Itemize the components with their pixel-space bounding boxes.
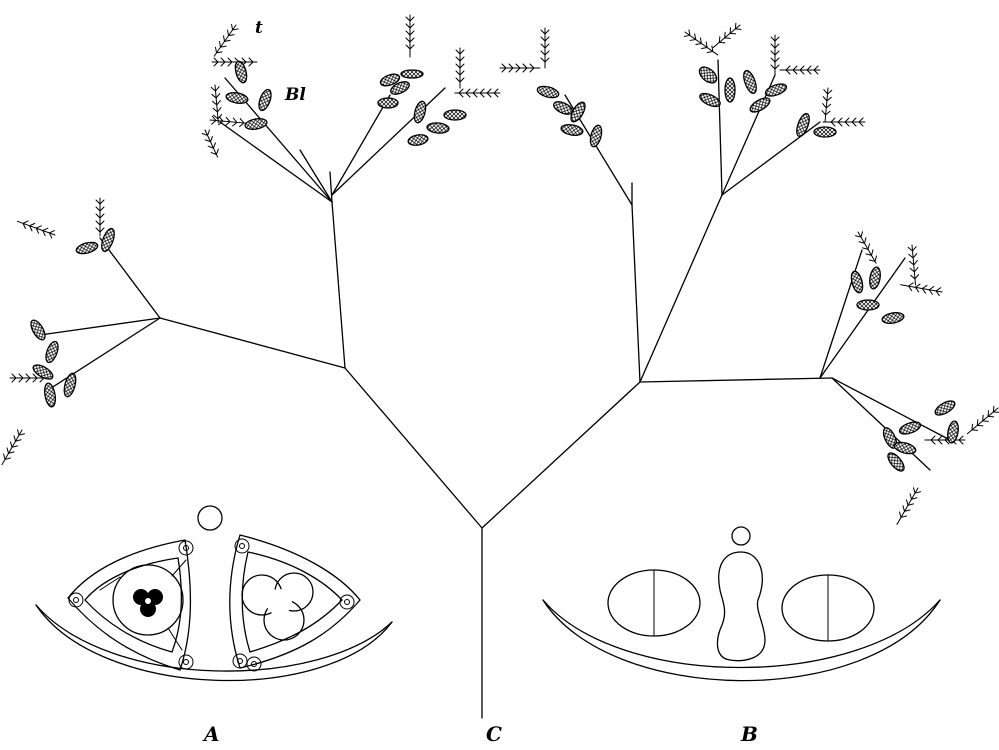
main-axis: [344, 367, 641, 719]
axis-circle-b: [731, 526, 751, 546]
dotted-ovule: [112, 564, 184, 636]
chamber-left-inner: [84, 557, 183, 653]
bract-outer-a: [35, 604, 393, 682]
bract-inner-b: [542, 599, 941, 669]
label-panel-a: A: [204, 722, 220, 746]
small-ring-markers: [68, 538, 355, 672]
connectors-left: [99, 559, 187, 651]
label-t: t: [255, 18, 263, 38]
feathery-tips: [1, 14, 999, 525]
left-branch: [39, 77, 446, 393]
bract-outer-b: [542, 599, 941, 682]
dotted-central-body: [716, 551, 766, 662]
label-panel-c: C: [486, 722, 502, 746]
trilobed-nucleus: [133, 589, 163, 617]
right-branch: [564, 59, 951, 471]
label-bl: Bl: [285, 85, 306, 105]
chamber-right-outer: [229, 534, 361, 669]
bract-inner-a: [35, 604, 393, 672]
chamber-left-outer: [67, 539, 192, 671]
label-panel-b: B: [741, 722, 758, 746]
panel-b-diagram: [542, 526, 941, 682]
panel-c-branch-system: [1, 14, 999, 719]
panel-a-floral-diagram: [35, 505, 393, 682]
axis-circle-a: [197, 505, 223, 531]
trilobed-cell: [241, 572, 314, 641]
hatched-sporangia: [30, 60, 959, 472]
chamber-right-inner: [241, 551, 343, 653]
